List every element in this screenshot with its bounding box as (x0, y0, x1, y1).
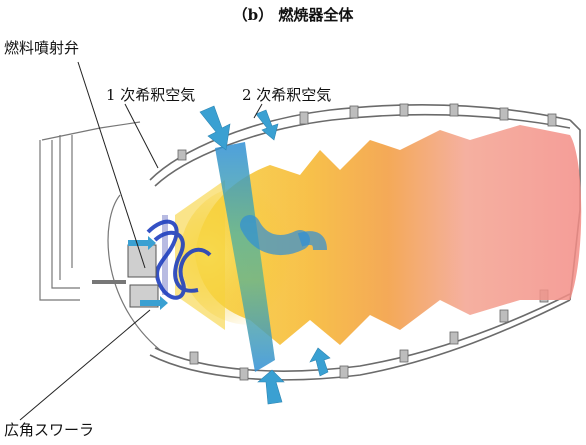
label-primary-dilution-air: 1 次希釈空気 (106, 86, 196, 104)
fuel-injector (92, 244, 159, 308)
label-fuel-injector: 燃料噴射弁 (4, 39, 80, 57)
swirl-flow (146, 219, 212, 300)
swirler-cone (162, 180, 225, 330)
secondary-air-arrows (255, 109, 331, 377)
liner-tabs (177, 103, 557, 381)
leader-lines (19, 61, 263, 421)
primary-dilution-air-band (215, 142, 327, 372)
label-wide-angle-swirler: 広角スワーラ (4, 421, 95, 439)
primary-air-arrows (199, 105, 285, 405)
outer-casing (39, 121, 161, 351)
label-secondary-dilution-air: 2 次希釈空気 (242, 86, 332, 104)
head-air-arrows (128, 236, 168, 310)
figure-title: （b） 燃焼器全体 (232, 6, 354, 24)
